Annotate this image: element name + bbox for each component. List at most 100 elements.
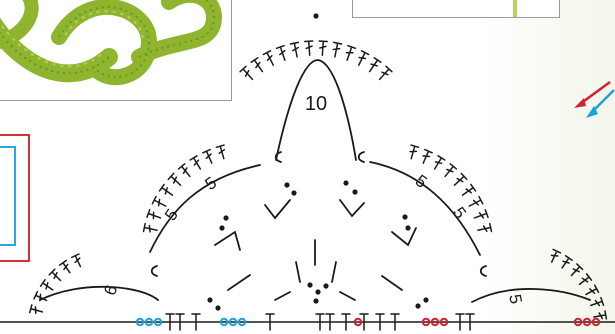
stitch-base-0	[165, 313, 175, 331]
chain-red-edge-1	[582, 317, 592, 327]
stitch-base-10	[455, 313, 465, 331]
stitch-center-fan-10	[368, 57, 382, 73]
stitch-left-fan-4	[167, 172, 182, 186]
stitch-right-fan-1	[422, 148, 433, 164]
slip-stitch-dot-8	[405, 225, 411, 231]
direction-arrow-icon	[574, 80, 615, 118]
slip-stitch-dot-2	[291, 190, 297, 196]
stitch-right-fan-8	[477, 222, 493, 233]
stitch-center-fan-3	[275, 44, 286, 61]
round-number-left-upper: 5	[202, 173, 221, 194]
stitch-left-fan-7	[202, 148, 213, 164]
round-number-right-base: 5	[505, 293, 525, 306]
post-lower-right	[381, 275, 403, 291]
stitch-center-fan-0	[239, 65, 254, 81]
stitch-left-base-fan-3	[48, 268, 62, 282]
stitch-left-fan-2	[151, 195, 167, 207]
stitch-base-6	[341, 313, 351, 331]
stitch-right-base-fan-0	[550, 248, 562, 263]
chain-arcs	[0, 59, 615, 323]
stitch-center-fan-7	[332, 41, 343, 58]
stitch-right-fan-4	[453, 172, 468, 186]
slip-stitch-dot-15	[415, 303, 421, 309]
slip-stitch-dot-6	[219, 225, 225, 231]
join-c-1	[274, 151, 282, 163]
chain-blue-left-0	[135, 317, 145, 327]
slip-stitch-dot-14	[215, 305, 221, 311]
post-base-left	[274, 291, 291, 301]
stitch-right-fan-3	[444, 163, 458, 178]
crochet-yarn-photo-icon	[0, 0, 231, 100]
slip-stitch-dot-0	[313, 13, 319, 19]
slip-stitch-dot-9	[307, 282, 313, 288]
stitch-right-fan-6	[468, 195, 484, 207]
stitch-base-7	[359, 313, 369, 331]
stitch-right-fan-2	[433, 155, 446, 170]
stitch-left-base-fan-2	[39, 278, 54, 291]
stitch-base-11	[465, 313, 475, 331]
arc-left-base	[39, 285, 159, 301]
round-number-right-mid: 5	[449, 204, 470, 223]
join-c-2	[357, 151, 365, 163]
stitch-right-fan-7	[473, 208, 489, 219]
slip-stitch-dot-7	[402, 214, 408, 220]
stitch-left-base-fan-1	[33, 290, 48, 302]
stitch-left-fan-8	[215, 144, 226, 160]
stitch-base-9	[390, 313, 400, 331]
chain-blue-mid-2	[237, 317, 247, 327]
stitch-left-base-fan-4	[58, 259, 71, 274]
arc-center	[275, 59, 357, 161]
stitch-center-fan-5	[304, 40, 314, 56]
stitch-center-fan-11	[378, 65, 393, 81]
stitch-left-base-fan-5	[70, 253, 82, 268]
chain-ovals	[135, 317, 601, 327]
chain-red-single-0	[353, 317, 363, 327]
stitch-right-base-fan-5	[590, 296, 605, 307]
chain-red-edge-2	[591, 317, 601, 327]
slip-stitch-dot-16	[423, 297, 429, 303]
legend-frame-blue	[0, 146, 16, 246]
round-number-left-base: 6	[100, 282, 121, 297]
stitch-left-fan-1	[146, 208, 162, 220]
chain-v-right	[339, 199, 365, 218]
post-lower-left	[227, 274, 251, 291]
stitch-center-fan-2	[262, 50, 275, 66]
yarn-strip	[513, 0, 517, 17]
stitch-right-fan-5	[461, 183, 477, 196]
join-c-3	[150, 265, 158, 277]
chain-blue-mid-0	[219, 317, 229, 327]
slip-stitch-dot-4	[352, 189, 358, 195]
chain-blue-left-1	[144, 317, 154, 327]
slip-stitch-dot-11	[323, 283, 329, 289]
chain-v-left	[264, 199, 291, 220]
inset-photo	[352, 0, 560, 18]
stitch-left-fan-3	[158, 183, 174, 196]
chain-blue-mid-1	[228, 317, 238, 327]
round-number-center: 10	[305, 93, 327, 115]
stitch-right-base-fan-1	[561, 255, 573, 269]
slip-stitch-dot-1	[284, 182, 290, 188]
arc-right-base	[471, 288, 591, 303]
stitch-center-fan-1	[250, 57, 264, 73]
chain-red-right-0	[421, 317, 431, 327]
stitch-left-base-fan-0	[29, 304, 44, 314]
stitch-marks	[29, 40, 608, 331]
slip-stitch-dot-3	[343, 180, 349, 186]
stitch-center-fan-6	[318, 40, 328, 56]
chain-v-left-lower	[214, 230, 241, 251]
arc-right-upper	[369, 161, 481, 256]
stitch-right-base-fan-4	[585, 284, 600, 296]
slip-stitch-dot-10	[315, 289, 321, 295]
stitch-base-1	[175, 313, 185, 331]
yarn-photo	[0, 0, 232, 101]
stitch-right-base-fan-2	[570, 263, 584, 277]
slip-stitch-dot-12	[313, 298, 319, 304]
stitch-left-fan-0	[142, 222, 158, 233]
chain-red-right-1	[430, 317, 440, 327]
stitch-left-fan-5	[177, 163, 191, 178]
chain-v-right-lower	[391, 227, 417, 247]
chain-red-edge-0	[573, 317, 583, 327]
chain-blue-left-2	[153, 317, 163, 327]
